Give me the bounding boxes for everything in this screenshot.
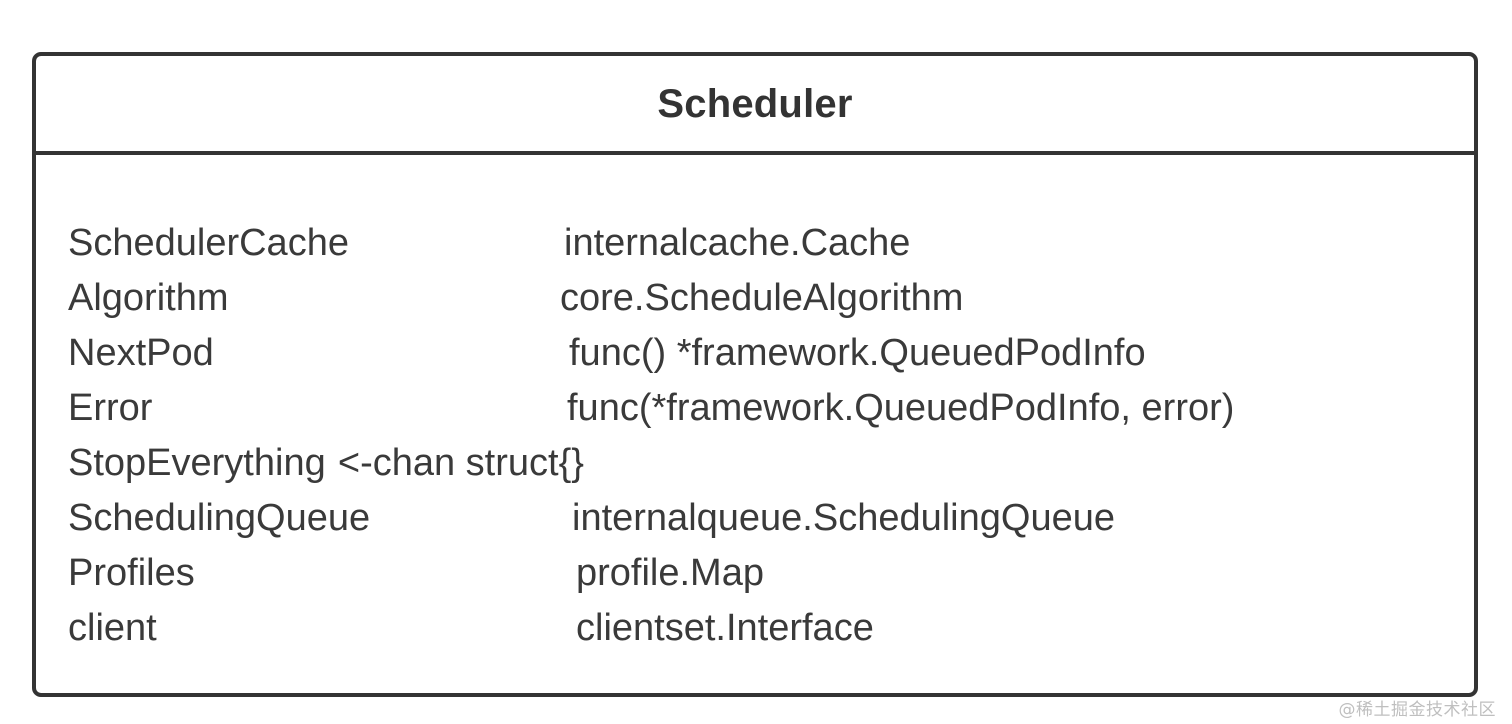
attribute-name: Error	[68, 387, 153, 429]
attribute-type: internalqueue.SchedulingQueue	[572, 497, 1115, 539]
attribute-row: Error func(*framework.QueuedPodInfo, erro…	[36, 381, 1474, 436]
attribute-row: Algorithm core.ScheduleAlgorithm	[36, 271, 1474, 326]
attribute-row: SchedulerCache internalcache.Cache	[36, 216, 1474, 271]
attribute-name: SchedulerCache	[68, 222, 349, 264]
attribute-name: Profiles	[68, 552, 195, 594]
attribute-type: clientset.Interface	[576, 607, 874, 649]
attribute-type: <-chan struct{}	[337, 442, 584, 484]
attribute-row: Profiles profile.Map	[36, 546, 1474, 601]
class-name-title: Scheduler	[657, 81, 853, 126]
attribute-type: profile.Map	[576, 552, 764, 594]
watermark-label: @稀土掘金技术社区	[1338, 700, 1496, 720]
attribute-row: NextPod func() *framework.QueuedPodInfo	[36, 326, 1474, 381]
attribute-row: StopEverything <-chan struct{}	[36, 436, 1474, 491]
attribute-type: core.ScheduleAlgorithm	[560, 277, 964, 319]
attribute-name: SchedulingQueue	[68, 497, 371, 539]
attribute-type: internalcache.Cache	[564, 222, 911, 264]
attribute-row: client clientset.Interface	[36, 601, 1474, 656]
attribute-name: client	[68, 607, 157, 649]
uml-class-box: Scheduler SchedulerCache internalcache.Ca…	[32, 52, 1478, 697]
attribute-name: NextPod	[68, 332, 214, 374]
attribute-row: SchedulingQueue internalqueue.SchedulingQ…	[36, 491, 1474, 546]
attribute-type: func(*framework.QueuedPodInfo, error)	[567, 387, 1235, 429]
attribute-type: func() *framework.QueuedPodInfo	[569, 332, 1146, 374]
attribute-name: Algorithm	[68, 277, 229, 319]
class-header-compartment: Scheduler	[36, 56, 1474, 155]
attribute-name: StopEverything	[68, 442, 326, 484]
